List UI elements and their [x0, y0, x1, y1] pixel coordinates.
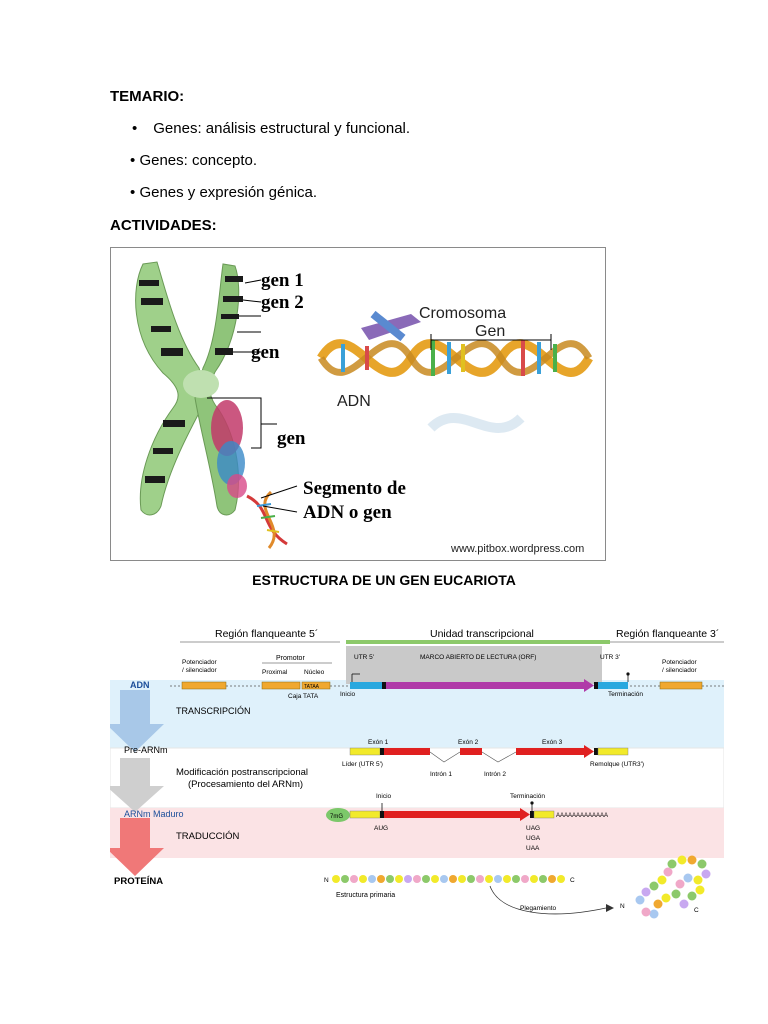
terminacion-label: Terminación	[608, 691, 643, 698]
label-gen2: gen 2	[261, 292, 304, 313]
lider-label: Líder (UTR 5')	[342, 761, 383, 768]
figure-caption: ESTRUCTURA DE UN GEN EUCARIOTA	[252, 572, 516, 588]
c-terminal-label-2: C	[694, 907, 699, 914]
traduccion-label: TRADUCCIÓN	[176, 831, 239, 842]
n-terminal-label-2: N	[620, 903, 625, 910]
potenciador-right-2: / silenciador	[662, 667, 698, 674]
uag-label: UAG	[526, 825, 540, 832]
transcripcion-label: TRANSCRIPCIÓN	[176, 706, 251, 716]
amino-acid-chain	[332, 875, 565, 883]
label-cromosoma: Cromosoma	[419, 305, 506, 322]
transcription-arrow	[106, 690, 164, 752]
uga-label: UGA	[526, 835, 541, 842]
caja-tata-label: Caja TATA	[288, 693, 319, 700]
actividades-heading: ACTIVIDADES:	[110, 217, 217, 234]
list-item: • Genes: concepto.	[130, 152, 258, 169]
label-gen1: gen 1	[261, 270, 304, 291]
gene-structure-diagram: Región flanqueante 5´ Unidad transcripci…	[106, 624, 725, 924]
cap-label: 7mG	[330, 814, 343, 820]
label-adn: ADN	[337, 393, 371, 410]
translation-arrow	[106, 818, 164, 876]
potenciador-left-1: Potenciador	[182, 659, 218, 666]
region5-label: Región flanqueante 5´	[215, 628, 318, 640]
promotor-label: Promotor	[276, 655, 305, 662]
nucleo-label: Núcleo	[304, 669, 325, 676]
exon3-label: Exón 3	[542, 739, 563, 746]
proteina-label: PROTEÍNA	[114, 876, 163, 887]
chromosome-illustration	[135, 261, 288, 549]
proximal-label: Proximal	[262, 669, 288, 676]
arnm-maduro-label: ARNm Maduro	[124, 809, 184, 819]
potenciador-right-1: Potenciador	[662, 659, 698, 666]
aug-label: AUG	[374, 825, 388, 832]
modificacion-label-1: Modificación postranscripcional	[176, 767, 308, 778]
unidad-label: Unidad transcripcional	[430, 628, 534, 640]
pre-arnm-label: Pre-ARNm	[124, 745, 168, 755]
bullet-icon: •	[132, 120, 138, 137]
bullet-icon: •	[130, 184, 136, 201]
utr5-label: UTR 5'	[354, 654, 374, 661]
polya-tail: AAAAAAAAAAAAA	[556, 813, 608, 819]
region3-label: Región flanqueante 3´	[616, 628, 719, 640]
exon2-label: Exón 2	[458, 739, 479, 746]
inicio2-label: Inicio	[376, 793, 392, 800]
orf-label: MARCO ABIERTO DE LECTURA (ORF)	[420, 654, 536, 661]
inicio-label: Inicio	[340, 691, 356, 698]
label-segmento-2: ADN o gen	[303, 502, 392, 523]
modificacion-label-2: (Procesamiento del ARNm)	[188, 779, 303, 790]
tata-box: TATAA	[304, 684, 320, 690]
processing-arrow	[106, 758, 164, 812]
adn-band	[110, 680, 724, 748]
label-segmento-1: Segmento de	[303, 478, 406, 499]
utr3-label: UTR 3'	[600, 654, 620, 661]
potenciador-left-2: / silenciador	[182, 667, 218, 674]
adn-label: ADN	[130, 680, 150, 690]
chromosome-figure: gen 1 gen 2 gen gen Segmento de ADN o ge…	[110, 247, 606, 561]
intron2-label: Intrón 2	[484, 771, 506, 778]
dna-helix-illustration	[317, 310, 593, 433]
list-item: • Genes y expresión génica.	[130, 184, 318, 201]
exon1-label: Exón 1	[368, 739, 389, 746]
folded-protein-icon	[635, 855, 711, 919]
list-item: •Genes: análisis estructural y funcional…	[132, 120, 411, 137]
image-credit: www.pitbox.wordpress.com	[450, 543, 584, 555]
remolque-label: Remolque (UTR3')	[590, 761, 644, 768]
bullet-icon: •	[130, 152, 136, 169]
label-gen: gen	[251, 342, 280, 363]
plegamiento-label: Plegamiento	[520, 905, 557, 912]
intron1-label: Intrón 1	[430, 771, 452, 778]
terminacion2-label: Terminación	[510, 793, 545, 800]
c-terminal-label: C	[570, 877, 575, 884]
label-gen-b: gen	[277, 428, 306, 449]
temario-heading: TEMARIO:	[110, 88, 185, 105]
uaa-label: UAA	[526, 845, 540, 852]
label-gen-helix: Gen	[475, 323, 505, 340]
estructura-primaria-label: Estructura primaria	[336, 892, 395, 899]
n-terminal-label: N	[324, 877, 329, 884]
